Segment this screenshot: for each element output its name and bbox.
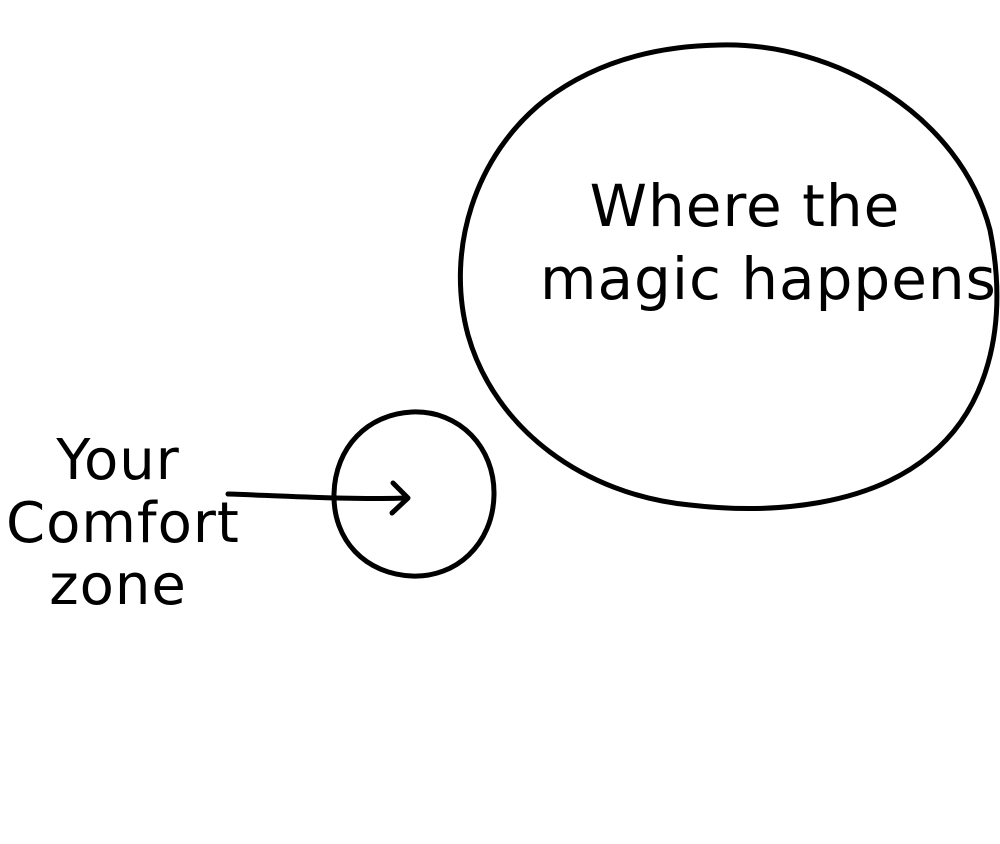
arrow-shaft bbox=[225, 491, 409, 502]
magic-zone-label-line-1: Where the bbox=[589, 172, 901, 240]
comfort-zone-label-line-2: Comfort bbox=[6, 490, 240, 556]
comfort-zone-label: Your Comfort zone bbox=[6, 428, 240, 619]
arrow-head bbox=[389, 480, 411, 516]
magic-zone-label-line-2: magic happens bbox=[540, 244, 997, 313]
comfort-zone-circle bbox=[331, 409, 497, 579]
magic-zone-label: Where the magic happens bbox=[540, 170, 997, 315]
comfort-zone-label-line-1: Your bbox=[56, 428, 180, 493]
magic-zone-circle bbox=[457, 42, 1000, 511]
comfort-zone-label-line-3: zone bbox=[49, 553, 187, 619]
